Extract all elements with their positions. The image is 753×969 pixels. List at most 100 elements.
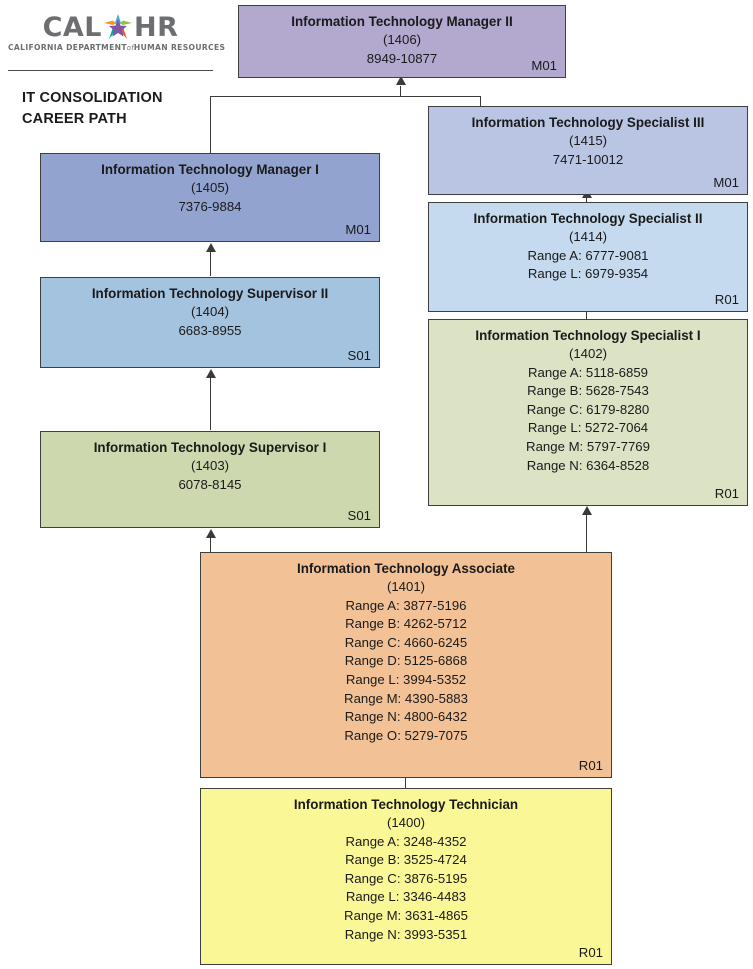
- node-range-line: Range D: 5125-6868: [344, 653, 468, 669]
- page-title-line1: IT CONSOLIDATION: [22, 90, 163, 106]
- node-title: Information Technology Specialist III: [471, 115, 705, 130]
- node-range-line: 6683-8955: [178, 322, 242, 338]
- arrow-to-supervisor1: [206, 529, 216, 538]
- node-tag: S01: [347, 508, 371, 523]
- connector-supervisor1-to-supervisor2-stem: [210, 378, 212, 430]
- logo-text-hr: HR: [134, 11, 179, 43]
- node-range-line: Range M: 3631-4865: [344, 907, 468, 923]
- node-title: Information Technology Supervisor II: [91, 286, 329, 301]
- header-divider: [8, 70, 213, 71]
- node-class-code: (1401): [386, 579, 426, 594]
- node-ranges: 8949-10877: [247, 50, 557, 69]
- node-tag: S01: [347, 348, 371, 363]
- node-ranges: 7376-9884: [49, 198, 371, 217]
- node-information-technology-manager-i[interactable]: Information Technology Manager I (1405) …: [40, 153, 380, 242]
- node-range-line: Range N: 4800-6432: [344, 709, 468, 725]
- logo-subtitle-post: HUMAN RESOURCES: [133, 43, 226, 52]
- logo-wordmark: CAL HR: [8, 10, 213, 44]
- node-tag: R01: [578, 945, 603, 960]
- node-class-code: (1405): [190, 180, 230, 195]
- node-class-code: (1406): [382, 32, 422, 47]
- node-information-technology-specialist-ii[interactable]: Information Technology Specialist II (14…: [428, 202, 748, 312]
- node-title: Information Technology Specialist I: [475, 328, 701, 343]
- node-range-line: Range N: 3993-5351: [344, 926, 468, 942]
- node-range-line: 6078-8145: [178, 476, 242, 492]
- star-icon: [103, 13, 133, 41]
- node-information-technology-specialist-iii[interactable]: Information Technology Specialist III (1…: [428, 106, 748, 195]
- node-ranges: 7471-10012: [437, 151, 739, 170]
- node-class-code: (1415): [568, 133, 608, 148]
- node-title: Information Technology Specialist II: [473, 211, 703, 226]
- node-range-line: 7471-10012: [552, 151, 624, 167]
- node-tag: R01: [714, 486, 739, 501]
- node-information-technology-technician[interactable]: Information Technology Technician (1400)…: [200, 788, 612, 965]
- calhr-logo: CAL HR CALIFORNIA DEPARTMENTofHUMAN RESO…: [8, 10, 225, 65]
- node-title: Information Technology Manager II: [291, 14, 513, 29]
- node-tag: M01: [713, 175, 739, 190]
- node-range-line: Range M: 5797-7769: [526, 438, 650, 454]
- node-information-technology-supervisor-i[interactable]: Information Technology Supervisor I (140…: [40, 431, 380, 528]
- arrow-to-manager2: [396, 76, 406, 85]
- node-range-line: Range L: 3994-5352: [345, 671, 467, 687]
- connector-supervisor2-to-manager1-stem: [210, 252, 212, 276]
- node-class-code: (1414): [568, 229, 608, 244]
- logo-text-cal: CAL: [42, 11, 103, 43]
- node-range-line: Range B: 3525-4724: [345, 852, 467, 868]
- node-information-technology-supervisor-ii[interactable]: Information Technology Supervisor II (14…: [40, 277, 380, 368]
- arrow-to-supervisor2: [206, 369, 216, 378]
- connector-bus-to-manager2-stem: [400, 86, 402, 97]
- node-range-line: Range A: 3248-4352: [345, 833, 467, 849]
- node-range-line: Range L: 3346-4483: [345, 889, 467, 905]
- node-information-technology-specialist-i[interactable]: Information Technology Specialist I (140…: [428, 319, 748, 506]
- node-tag: R01: [714, 292, 739, 307]
- node-title: Information Technology Manager I: [101, 162, 319, 177]
- node-class-code: (1403): [190, 458, 230, 473]
- arrow-to-specialist1: [582, 506, 592, 515]
- logo-subtitle-pre: CALIFORNIA DEPARTMENT: [8, 43, 127, 52]
- node-range-line: Range C: 6179-8280: [526, 401, 650, 417]
- connector-specialist1-to-specialist2-stem: [586, 312, 588, 319]
- node-tag: R01: [578, 758, 603, 773]
- node-information-technology-associate[interactable]: Information Technology Associate (1401) …: [200, 552, 612, 778]
- node-range-line: Range B: 5628-7543: [527, 383, 649, 399]
- node-title: Information Technology Associate: [297, 561, 515, 576]
- node-ranges: 6078-8145: [49, 476, 371, 495]
- node-class-code: (1400): [386, 815, 426, 830]
- node-range-line: Range A: 6777-9081: [527, 247, 649, 263]
- node-range-line: Range C: 4660-6245: [344, 634, 468, 650]
- page-title-line2: CAREER PATH: [22, 111, 127, 127]
- node-class-code: (1404): [190, 304, 230, 319]
- node-information-technology-manager-ii[interactable]: Information Technology Manager II (1406)…: [238, 5, 566, 78]
- connector-associate-to-specialist1-stem: [586, 515, 588, 552]
- node-title: Information Technology Technician: [293, 797, 519, 812]
- node-range-line: Range M: 4390-5883: [344, 690, 468, 706]
- node-range-line: Range B: 4262-5712: [345, 616, 467, 632]
- node-title: Information Technology Supervisor I: [93, 440, 327, 455]
- node-range-line: 7376-9884: [178, 198, 242, 214]
- node-ranges: 6683-8955: [49, 322, 371, 341]
- node-range-line: Range L: 6979-9354: [527, 266, 649, 282]
- node-range-line: Range A: 5118-6859: [527, 364, 648, 380]
- connector-horizontal-bus: [210, 96, 481, 98]
- connector-technician-to-associate-stem: [405, 778, 407, 789]
- node-range-line: Range O: 5279-7075: [344, 727, 468, 743]
- node-range-line: Range C: 3876-5195: [344, 870, 468, 886]
- logo-subtitle-of: of: [126, 44, 134, 52]
- connector-bus-to-specialist3: [480, 97, 482, 106]
- node-tag: M01: [345, 222, 371, 237]
- connector-associate-to-supervisor1-stem: [210, 538, 212, 552]
- page-title: IT CONSOLIDATION CAREER PATH: [22, 88, 252, 130]
- arrow-to-manager1: [206, 243, 216, 252]
- node-class-code: (1402): [568, 346, 608, 361]
- node-range-line: 8949-10877: [366, 50, 438, 66]
- node-tag: M01: [531, 58, 557, 73]
- node-range-line: Range A: 3877-5196: [345, 597, 467, 613]
- node-range-line: Range L: 5272-7064: [527, 420, 649, 436]
- connector-manager1-to-bus: [210, 97, 212, 154]
- node-range-line: Range N: 6364-8528: [526, 457, 650, 473]
